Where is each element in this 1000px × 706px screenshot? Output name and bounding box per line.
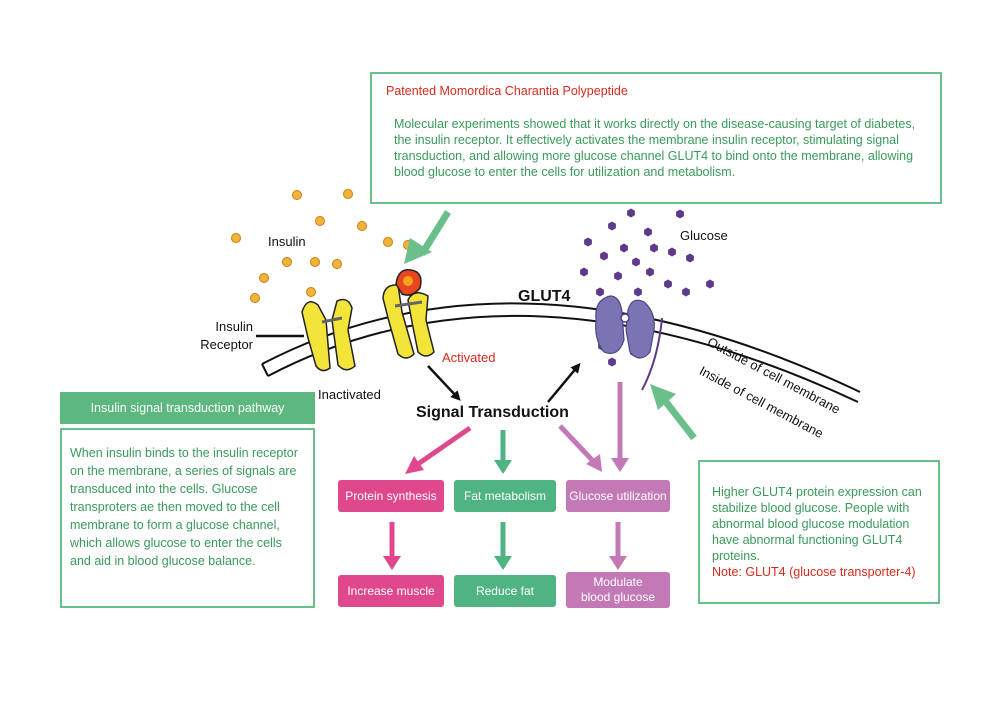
glucose-hexagon	[634, 287, 642, 297]
glut4-description: Higher GLUT4 protein expression can stab…	[712, 485, 922, 563]
glucose-hexagon	[627, 208, 635, 218]
pathway-arrows	[383, 382, 629, 570]
fat-metabolism-box: Fat metabolism	[454, 480, 556, 512]
signal-to-glut4-arrow	[547, 362, 581, 403]
polypeptide-info-box: Patented Momordica Charantia Polypeptide…	[370, 72, 942, 204]
glut4-channel-icon	[595, 295, 655, 359]
glucose-hexagon	[644, 227, 652, 237]
glucose-hexagon	[620, 243, 628, 253]
glucose-hexagon	[650, 243, 658, 253]
polypeptide-title: Patented Momordica Charantia Polypeptide	[386, 84, 628, 98]
glucose-hexagon	[646, 267, 654, 277]
glucose-hexagon	[686, 253, 694, 263]
glucose-hexagon	[682, 287, 690, 297]
insulin-label: Insulin	[268, 234, 306, 249]
glucose-hexagon	[668, 247, 676, 257]
increase-muscle-box: Increase muscle	[338, 575, 444, 607]
glucose-hexagon	[580, 267, 588, 277]
glucose-hexagon	[632, 257, 640, 267]
reduce-fat-box: Reduce fat	[454, 575, 556, 607]
signal-transduction-label: Signal Transduction	[416, 404, 569, 421]
modulate-glucose-box: Modulate blood glucose	[566, 572, 670, 608]
glucose-label: Glucose	[680, 228, 728, 243]
glucose-hexagon	[608, 357, 616, 367]
glucose-hexagon	[664, 279, 672, 289]
glucose-hexagon	[584, 237, 592, 247]
glut4-note: Note: GLUT4 (glucose transporter-4)	[712, 565, 916, 579]
glucose-hexagon	[600, 251, 608, 261]
glut4-curved-arrow	[641, 317, 663, 391]
glucose-hexagon	[706, 279, 714, 289]
protein-synthesis-box: Protein synthesis	[338, 480, 444, 512]
inactivated-receptor-icon	[301, 298, 356, 372]
insulin-molecules	[231, 189, 413, 303]
inactivated-label: Inactivated	[318, 387, 381, 402]
glucose-hexagon	[614, 271, 622, 281]
glut4-expression-arrow	[650, 384, 697, 441]
pathway-header: Insulin signal transduction pathway	[60, 392, 315, 424]
activated-to-signal-arrow	[427, 365, 461, 401]
polypeptide-arrow	[404, 210, 451, 264]
glut4-label: GLUT4	[518, 288, 571, 305]
activated-label: Activated	[442, 350, 496, 365]
polypeptide-description: Molecular experiments showed that it wor…	[394, 117, 916, 179]
glucose-utilization-box: Glucose utilization	[566, 480, 670, 512]
glucose-hexagon	[596, 287, 604, 297]
insulin-receptor-label: Insulin Receptor	[200, 319, 253, 352]
glucose-hexagon	[676, 209, 684, 219]
glut4-info-box: Higher GLUT4 protein expression can stab…	[698, 460, 940, 604]
pathway-description-box: When insulin binds to the insulin recept…	[60, 428, 315, 608]
glucose-hexagon	[608, 221, 616, 231]
activated-receptor-icon	[382, 269, 435, 359]
